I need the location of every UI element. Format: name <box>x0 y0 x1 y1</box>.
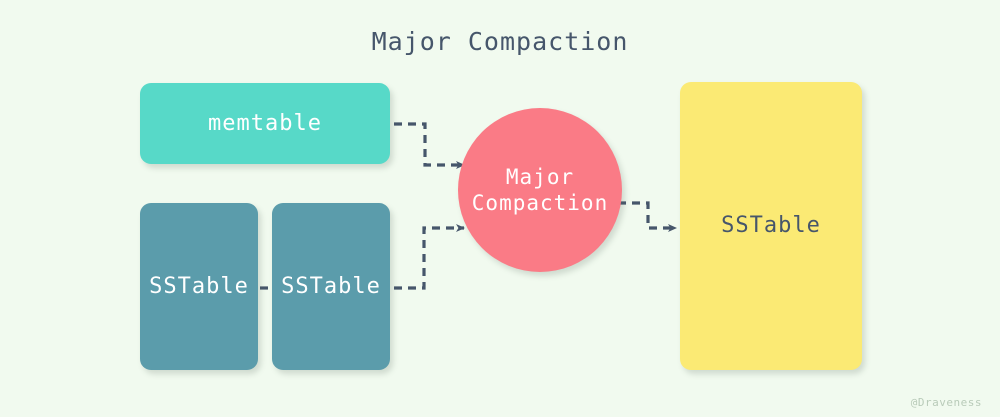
node-sstable-input-1-label: SSTable <box>149 273 249 299</box>
node-sstable-input-1: SSTable <box>140 203 258 370</box>
watermark: @Draveness <box>910 396 982 409</box>
node-memtable-label: memtable <box>208 110 322 136</box>
node-memtable: memtable <box>140 83 390 164</box>
edge-sstable2-to-compaction <box>394 224 465 290</box>
edge-memtable-to-compaction <box>394 122 465 169</box>
edge-compaction-to-output <box>618 201 677 232</box>
node-major-compaction-label-line1: Major <box>505 164 575 189</box>
node-major-compaction-label-line2: Compaction <box>471 191 609 215</box>
node-sstable-output-label: SSTable <box>721 213 821 239</box>
node-sstable-input-2: SSTable <box>272 203 390 370</box>
node-sstable-input-2-label: SSTable <box>281 273 381 299</box>
node-sstable-output: SSTable <box>680 82 862 370</box>
diagram-title: Major Compaction <box>371 27 629 56</box>
node-major-compaction: Major Compaction <box>458 108 622 272</box>
